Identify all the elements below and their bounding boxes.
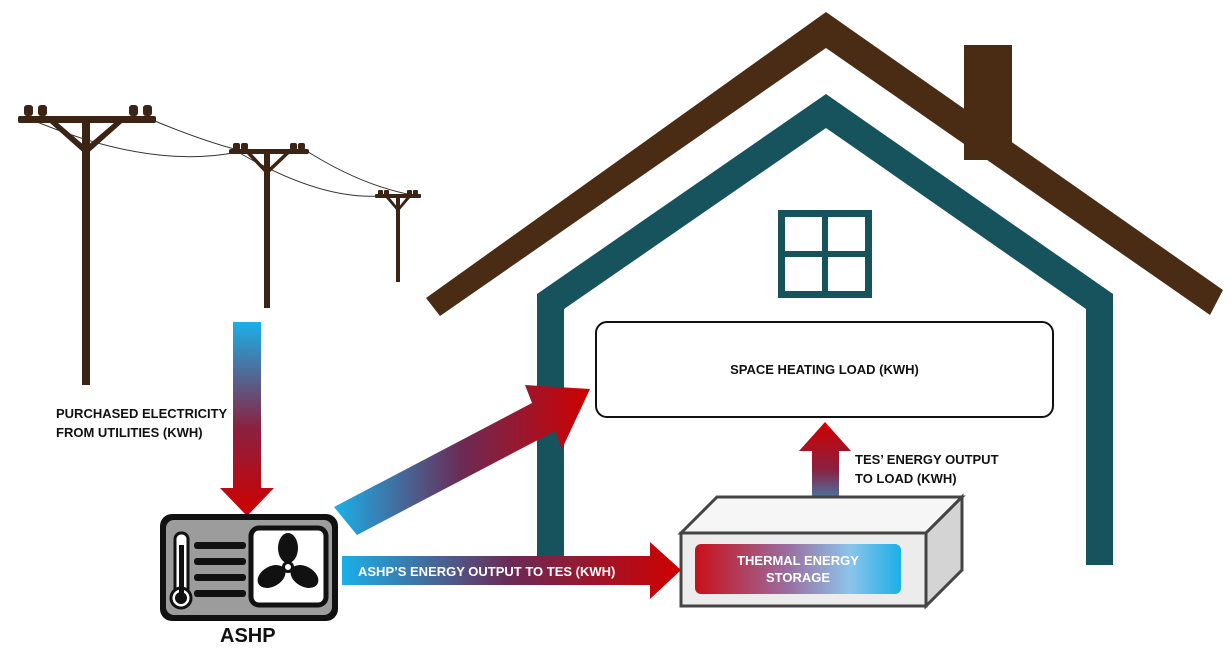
space-heating-load-label: SPACE HEATING LOAD (KWH) — [730, 362, 919, 377]
house-walls — [537, 94, 1113, 565]
purchased-electricity-label: PURCHASED ELECTRICITY FROM UTILITIES (KW… — [56, 406, 228, 440]
space-heating-load-box: SPACE HEATING LOAD (KWH) — [595, 321, 1054, 418]
utility-pole-small-icon — [375, 190, 421, 282]
thermal-energy-storage-label: THERMAL ENERGY STORAGE — [737, 553, 859, 585]
house-roof — [426, 12, 1223, 316]
utility-pole-large-icon — [18, 105, 156, 385]
ashp-to-tes-arrow — [342, 542, 681, 599]
vent-lines — [194, 542, 246, 597]
fan-icon — [248, 525, 329, 608]
tes-to-load-arrow — [799, 422, 851, 517]
ashp-unit-icon — [160, 514, 338, 621]
tes-output-to-load-label: TES’ ENERGY OUTPUT TO LOAD (KWH) — [855, 452, 999, 486]
ashp-to-load-arrow — [334, 385, 590, 535]
thermometer-icon — [169, 531, 193, 610]
ashp-output-to-tes-label: ASHP’S ENERGY OUTPUT TO TES (KWH) — [358, 564, 616, 579]
house-window-icon — [778, 210, 872, 298]
ashp-label: ASHP — [220, 625, 276, 647]
purchased-electricity-arrow — [220, 322, 274, 516]
utility-pole-medium-icon — [229, 143, 309, 308]
thermal-energy-storage-panel: THERMAL ENERGY STORAGE — [695, 544, 901, 594]
